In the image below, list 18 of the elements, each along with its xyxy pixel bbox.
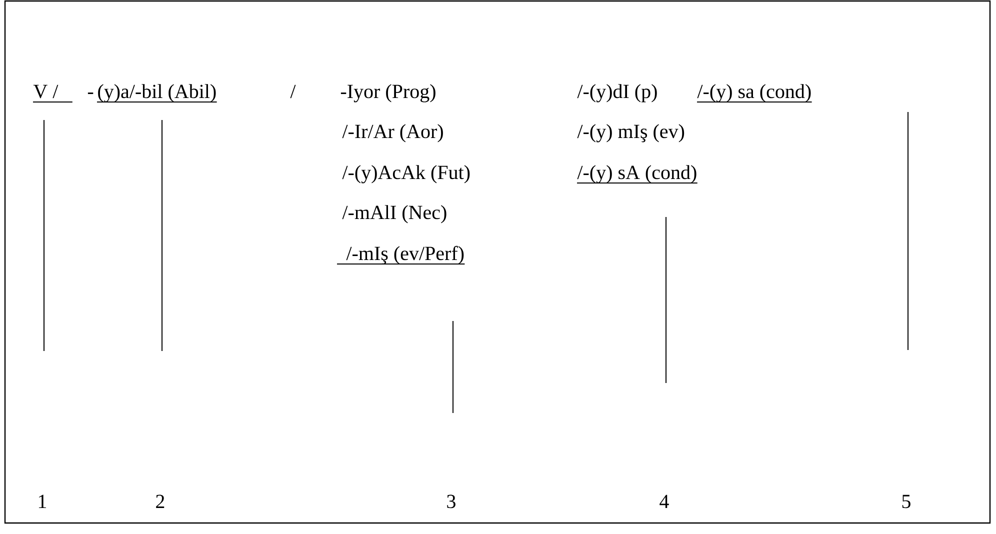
slot-number: 3 — [447, 494, 456, 508]
suffix-label: /-(y) sA (cond) — [576, 165, 698, 184]
slot-number: 1 — [38, 494, 46, 508]
slot-number: 2 — [156, 494, 164, 508]
suffix-label: /-(y)AcAk (Fut) — [342, 165, 470, 184]
suffix-label: / — [290, 84, 296, 98]
suffix-label: /-(y)dI (p) — [577, 84, 657, 102]
suffix-label: /-(y) mIş (ev) — [577, 124, 684, 142]
suffix-label: - — [88, 92, 94, 94]
suffix-label: /-mIş (ev/Perf) — [336, 246, 466, 264]
suffix-label: /-(y) sa (cond) — [696, 84, 812, 102]
suffix-label: (y)a/-bil (Abil) — [96, 84, 218, 102]
slot-number: 4 — [660, 494, 669, 508]
suffix-label: /-Ir/Ar (Aor) — [342, 124, 443, 142]
suffix-label: -Iyor (Prog) — [340, 84, 436, 102]
suffix-label: /-mAlI (Nec) — [342, 205, 446, 224]
suffix-label: V / — [32, 84, 73, 102]
slot-number: 5 — [902, 494, 910, 508]
